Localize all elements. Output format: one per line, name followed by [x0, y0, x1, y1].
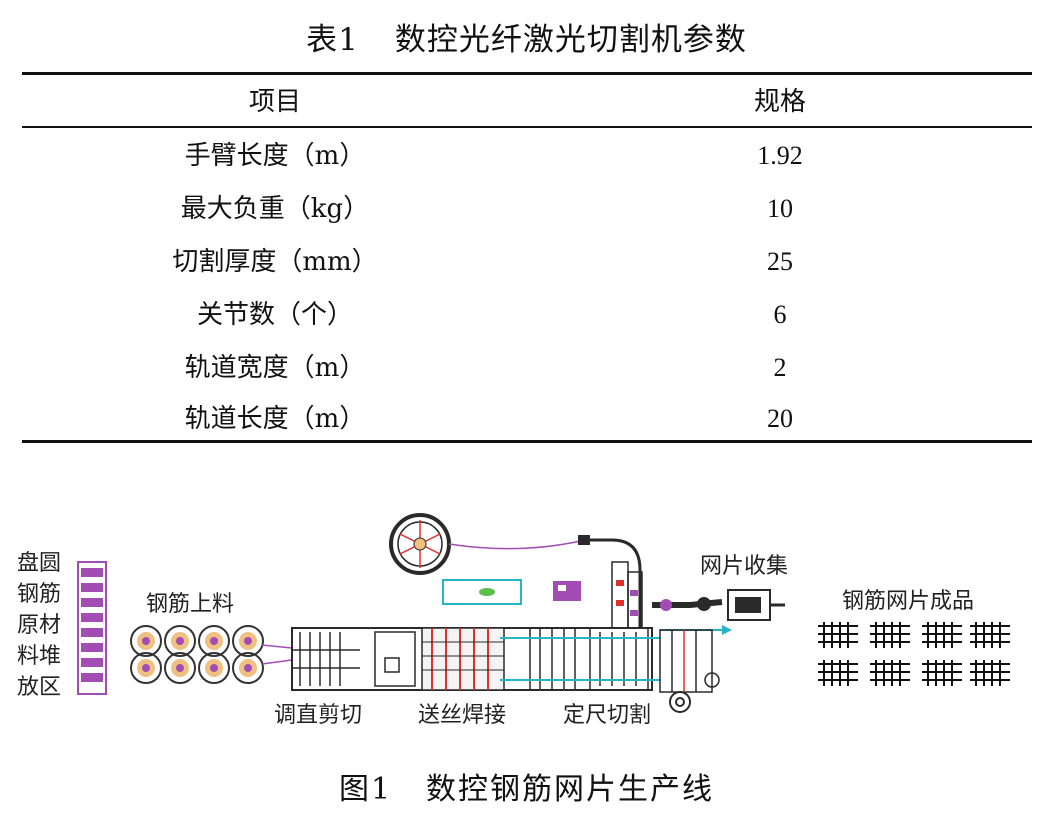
table-row-item: 轨道长度（m）	[184, 404, 366, 434]
figure-number: 图1	[338, 772, 393, 807]
table-row-spec: 6	[773, 300, 787, 329]
figure-caption: 图1 数控钢筋网片生产线	[0, 764, 1053, 808]
table-row-item: 手臂长度（m）	[184, 141, 366, 171]
table-header-rule	[22, 126, 1032, 128]
control-panel-icon	[442, 579, 522, 605]
table-row-item: 轨道宽度（m）	[184, 353, 366, 383]
coil-storage-rack-icon	[77, 561, 107, 695]
label-straighten: 调直剪切	[274, 703, 363, 728]
feed-wires	[261, 644, 293, 665]
table-title: 表1 数控光纤激光切割机参数	[0, 14, 1053, 59]
table-row-spec: 25	[767, 247, 793, 276]
label-loading: 钢筋上料	[146, 592, 235, 617]
table-row-spec: 10	[767, 194, 793, 223]
label-storage: 盘圆钢筋原材料堆放区	[16, 551, 61, 700]
table-header-item: 项目	[248, 87, 301, 117]
control-box-icon	[553, 581, 581, 601]
table-top-rule	[22, 72, 1032, 75]
table-row-item: 最大负重（kg）	[180, 194, 370, 224]
table-number: 表1	[306, 22, 359, 58]
robot-arm-icon	[652, 589, 785, 621]
table-header-spec: 规格	[753, 87, 806, 117]
wire-spool-icon	[389, 513, 586, 575]
table-row-spec: 20	[767, 404, 793, 433]
label-product: 钢筋网片成品	[842, 589, 975, 614]
table-row-spec: 1.92	[757, 141, 803, 170]
table-bottom-rule	[22, 440, 1032, 443]
production-line-diagram	[77, 513, 1010, 713]
mesh-products-icon	[818, 622, 1010, 686]
label-collect: 网片收集	[700, 554, 789, 579]
table-row-spec: 2	[773, 353, 787, 382]
table-row-item: 关节数（个）	[196, 300, 353, 330]
production-line-body	[291, 625, 732, 713]
feeding-tower	[578, 535, 643, 629]
table-title-text: 数控光纤激光切割机参数	[394, 22, 747, 58]
coil-reels-icon	[130, 625, 264, 684]
figure-title: 数控钢筋网片生产线	[426, 772, 715, 807]
label-welding: 送丝焊接	[418, 703, 507, 728]
table-row-item: 切割厚度（mm）	[172, 247, 378, 277]
label-cutting: 定尺切割	[563, 703, 652, 728]
